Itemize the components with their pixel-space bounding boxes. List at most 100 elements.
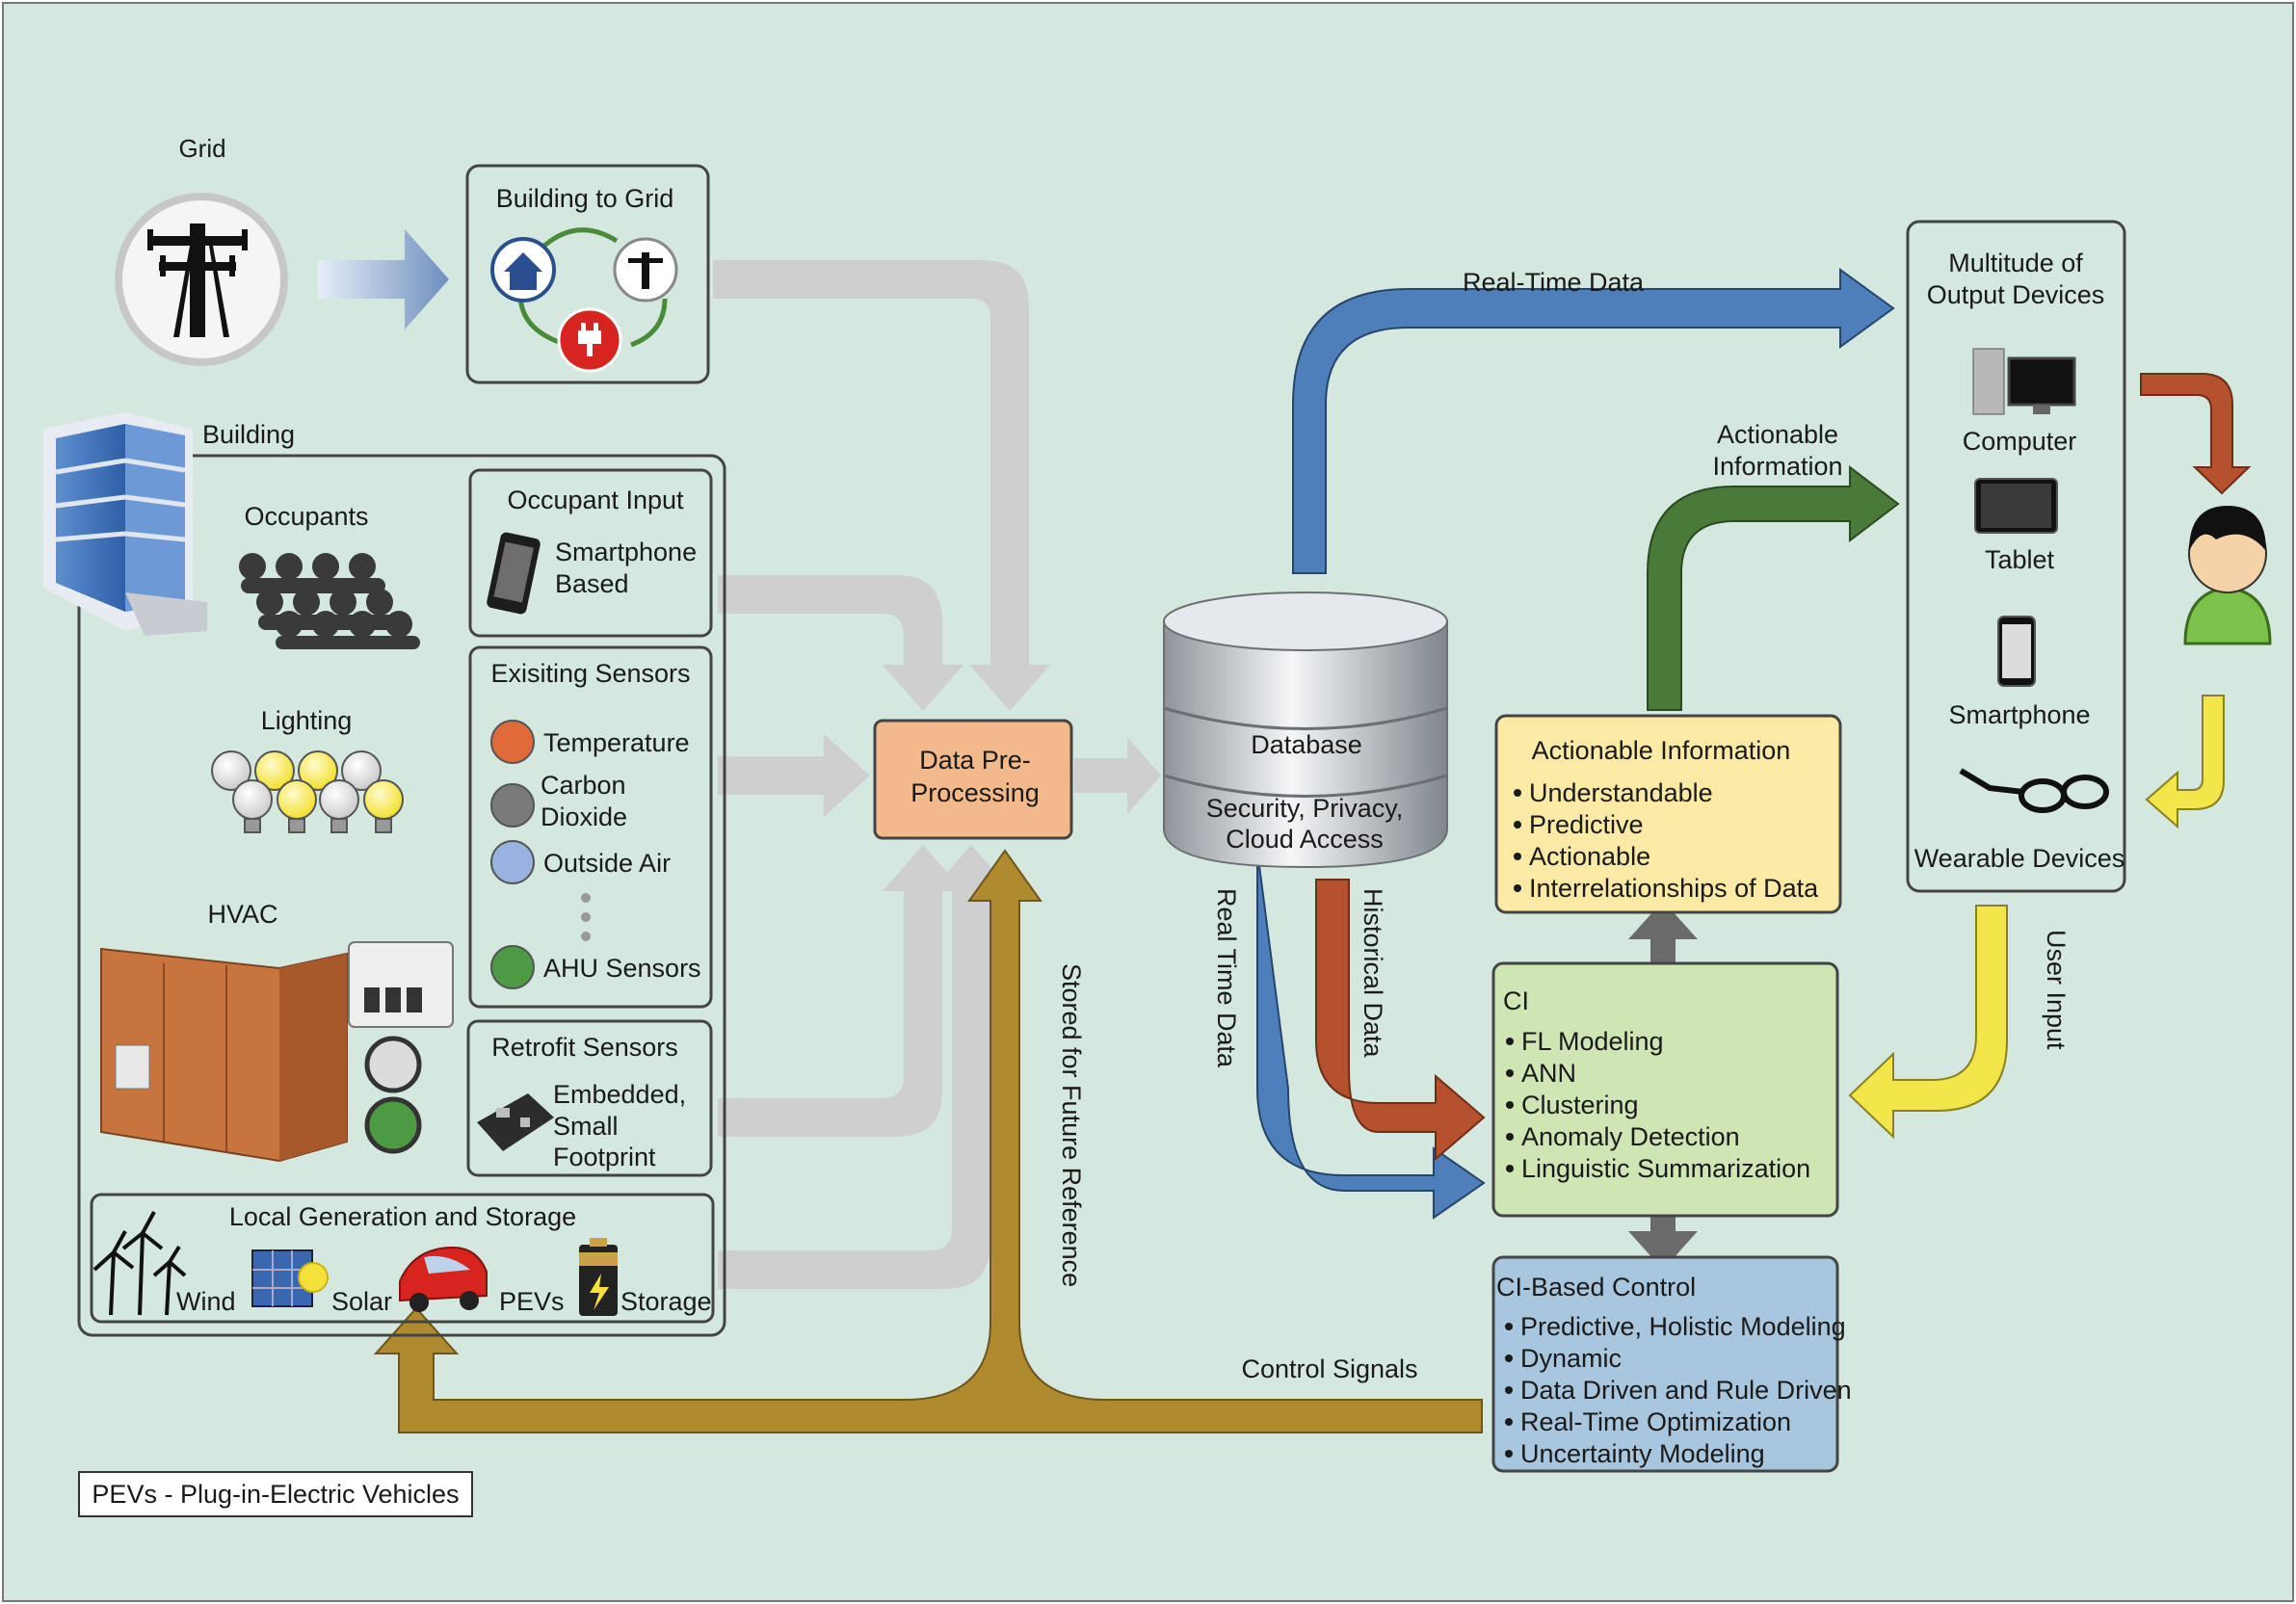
database-cylinder-icon (1163, 592, 1448, 869)
solar-panel-icon (251, 1249, 329, 1307)
ci-bullet-dot (1506, 1165, 1514, 1172)
arrow-sensors-to-preprocessing (718, 734, 870, 817)
ci-control-item: Predictive, Holistic Modeling (1520, 1312, 1846, 1341)
arrow-b2g-to-preprocessing (713, 260, 1050, 711)
circuit-board-icon (477, 1093, 554, 1151)
ci-bullet-dot (1506, 1038, 1514, 1045)
real-time-data-label: Real-Time Data (1463, 268, 1645, 297)
occupant-input-box (468, 468, 713, 638)
control-signals-label: Control Signals (1241, 1354, 1417, 1383)
actionable-info-box (1494, 714, 1842, 914)
actionable-info-item: Interrelationships of Data (1529, 874, 1819, 903)
ci-bullet-dot (1506, 1101, 1514, 1109)
historical-data-label: Historical Data (1359, 888, 1387, 1059)
ci-control-item: Uncertainty Modeling (1520, 1439, 1765, 1468)
ahu-gauge-icon (490, 945, 535, 989)
actionable-label-line2: Information (1712, 452, 1842, 481)
ci-item: Anomaly Detection (1521, 1122, 1740, 1151)
output-devices-title2: Output Devices (1927, 280, 2105, 309)
database-line2: Cloud Access (1226, 825, 1384, 854)
preprocessing-line1: Data Pre- (919, 746, 1031, 775)
sensor-outside-air: Outside Air (543, 849, 671, 878)
arrow-ci-to-actionable (1628, 901, 1698, 976)
ci-control-bullet-dot (1505, 1354, 1513, 1362)
ci-item: FL Modeling (1521, 1027, 1664, 1056)
retrofit-sensors-box (466, 1019, 713, 1177)
retrofit-title: Retrofit Sensors (491, 1033, 678, 1062)
building-box (77, 454, 726, 1337)
local-gen-box (90, 1193, 715, 1324)
b2g-box (465, 164, 710, 384)
arrow-real-time-data-top (1292, 268, 1895, 574)
ci-item: ANN (1521, 1059, 1576, 1088)
computer-icon (1972, 348, 2076, 415)
grid-label: Grid (178, 134, 225, 163)
sensor-dioxide: Dioxide (541, 802, 627, 831)
smartphone-icon (487, 532, 541, 615)
ci-bullet-dot (1506, 1133, 1514, 1141)
arrow-occupant-to-preprocessing (718, 575, 963, 711)
output-devices-box (1906, 220, 2126, 893)
arrow-user-to-devices (2145, 695, 2225, 829)
lighting-label: Lighting (261, 706, 353, 735)
ci-title: CI (1503, 986, 1529, 1015)
footnote-text: PEVs - Plug-in-Electric Vehicles (92, 1480, 459, 1509)
actionable-info-bullet-dot (1514, 853, 1521, 860)
actionable-info-item: Actionable (1529, 842, 1650, 871)
device-computer: Computer (1963, 427, 2077, 456)
occupant-input-line1: Smartphone (555, 538, 697, 566)
ci-control-list: Predictive, Holistic ModelingDynamicData… (1505, 1312, 1852, 1468)
existing-sensors-title: Exisiting Sensors (490, 659, 690, 688)
user-input-label: User Input (2042, 930, 2071, 1050)
database-title: Database (1251, 730, 1362, 759)
retrofit-line1: Embedded, (553, 1080, 686, 1109)
retrofit-line3: Footprint (553, 1143, 656, 1171)
smart-glasses-icon (1959, 768, 2109, 813)
hvac-unit-icon (100, 941, 454, 1163)
local-gen-storage: Storage (620, 1287, 712, 1316)
transmission-tower-icon (147, 224, 248, 337)
ci-control-box (1491, 1255, 1839, 1473)
building-label: Building (202, 420, 295, 449)
arrow-historical-data-to-ci (1315, 879, 1486, 1162)
b2g-cycle (490, 227, 678, 373)
office-building-icon (43, 412, 207, 636)
stored-for-future-label: Stored for Future Reference (1057, 963, 1086, 1287)
device-wearable: Wearable Devices (1914, 844, 2125, 873)
actionable-info-list: UnderstandablePredictiveActionableInterr… (1514, 778, 1819, 903)
local-gen-wind: Wind (176, 1287, 236, 1316)
wind-turbine-icon (92, 1211, 187, 1316)
actionable-info-item: Predictive (1529, 810, 1644, 839)
existing-sensors-box (468, 645, 713, 1009)
ci-bullet-dot (1506, 1069, 1514, 1077)
arrow-preprocessing-to-database (1074, 737, 1161, 814)
arrow-control-signals (373, 849, 1483, 1433)
arrow-grid-to-b2g (318, 229, 449, 329)
local-gen-pevs: PEVs (499, 1287, 565, 1316)
occupant-input-line2: Based (555, 569, 629, 598)
temperature-gauge-icon (490, 720, 535, 764)
arrow-real-time-data-to-ci (1256, 850, 1486, 1220)
preprocessing-line2: Processing (910, 778, 1040, 807)
device-smartphone: Smartphone (1948, 700, 2090, 729)
arrow-retrofit-to-preprocessing (718, 845, 963, 1137)
ci-control-item: Real-Time Optimization (1520, 1407, 1791, 1436)
arrow-devices-to-user (2140, 373, 2252, 495)
footnote-box (78, 1471, 473, 1517)
actionable-info-bullet-dot (1514, 821, 1521, 828)
people-group-icon (239, 553, 420, 649)
arrow-user-input-to-ci (1848, 905, 2008, 1140)
actionable-info-bullet-dot (1514, 789, 1521, 797)
user-avatar-icon (2183, 506, 2272, 645)
ci-control-title: CI-Based Control (1496, 1273, 1696, 1302)
occupant-input-title: Occupant Input (507, 486, 684, 514)
real-time-data-vertical-label: Real Time Data (1212, 888, 1241, 1068)
local-gen-title: Local Generation and Storage (229, 1202, 576, 1231)
actionable-info-title: Actionable Information (1532, 736, 1791, 765)
co2-gauge-icon (490, 783, 535, 828)
device-tablet: Tablet (1985, 545, 2055, 574)
ci-control-item: Data Driven and Rule Driven (1520, 1376, 1852, 1405)
sensor-carbon: Carbon (541, 771, 626, 800)
hvac-label: HVAC (207, 900, 277, 929)
